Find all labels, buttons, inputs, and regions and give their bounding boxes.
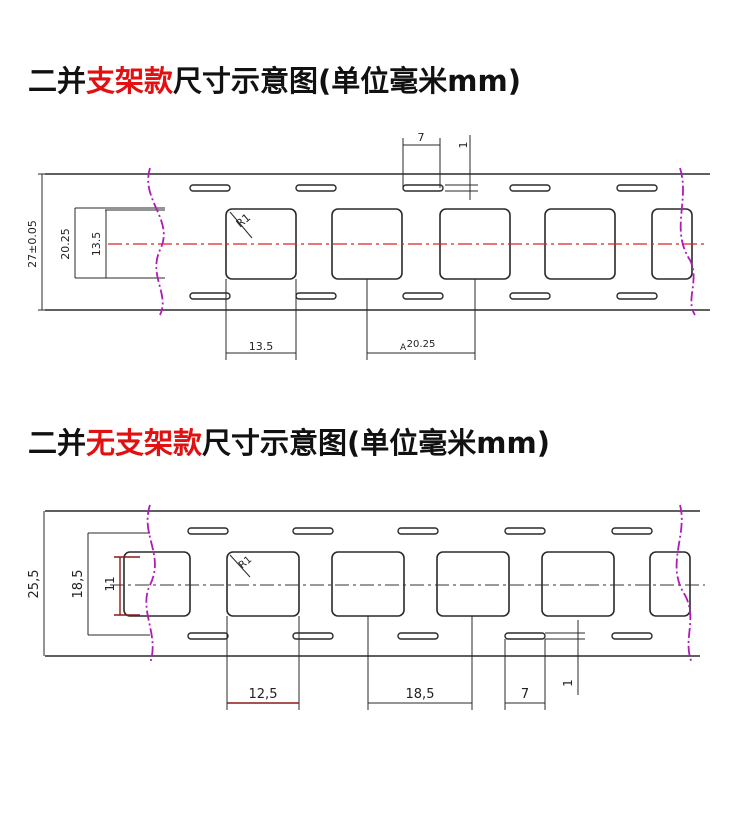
slot	[292, 527, 334, 535]
dim-window-height: 11	[103, 576, 117, 591]
slot	[295, 184, 337, 192]
window	[544, 208, 616, 280]
windows	[123, 551, 691, 617]
title-prefix: 二并	[28, 426, 87, 460]
top-slots	[189, 184, 658, 192]
slot	[295, 292, 337, 300]
break-line-right	[679, 167, 696, 316]
window	[439, 208, 511, 280]
dim-pitch: 18,5	[406, 687, 435, 702]
slot	[402, 184, 444, 192]
title-suffix: 尺寸示意图(单位毫米mm)	[202, 426, 550, 460]
slot	[402, 292, 444, 300]
break-line-left	[145, 504, 156, 664]
break-line-right	[675, 504, 693, 664]
break-line-left	[147, 167, 165, 316]
window-partial	[123, 551, 191, 617]
section-title-no-bracket: 二并无支架款尺寸示意图(单位毫米mm)	[28, 420, 550, 462]
section-title-bracket: 二并支架款尺寸示意图(单位毫米mm)	[28, 58, 521, 100]
top-slots	[187, 527, 653, 535]
slot	[616, 184, 658, 192]
bracket-dimension-diagram: 27±0.05 20.25 13.5 R1 13.5 A 20.25 7 1	[26, 131, 710, 360]
slot	[504, 527, 546, 535]
dim-slot-width: 1	[561, 679, 575, 687]
no-bracket-dimension-diagram: 25,5 18,5 11 R1 12,5 18,5 7 1	[27, 504, 705, 710]
slot	[187, 632, 229, 640]
slot	[292, 632, 334, 640]
slot	[504, 632, 546, 640]
dim-overall-height: 25,5	[27, 570, 42, 599]
dim-slot-length: 7	[418, 131, 425, 144]
dim-slot-length: 7	[521, 687, 529, 702]
dim-overall-height: 27±0.05	[26, 220, 39, 268]
slot	[509, 292, 551, 300]
radius-leader	[229, 211, 253, 239]
slot	[611, 527, 653, 535]
slot	[187, 527, 229, 535]
dim-inner-height: 20.25	[59, 228, 72, 260]
bottom-slots	[187, 632, 653, 640]
dim-window-width: 12,5	[249, 687, 278, 702]
dim-slot-width: 1	[457, 142, 470, 149]
window	[436, 551, 510, 617]
window	[331, 551, 405, 617]
dim-window-width: 13.5	[249, 340, 274, 353]
slot	[509, 184, 551, 192]
title-highlight: 支架款	[86, 64, 174, 98]
title-prefix: 二并	[28, 64, 87, 98]
dim-pitch-prefix: A	[400, 343, 407, 353]
title-highlight: 无支架款	[86, 426, 203, 460]
window	[226, 551, 300, 617]
dim-inner-height: 18,5	[71, 570, 86, 599]
slot	[611, 632, 653, 640]
slot	[189, 184, 231, 192]
dim-window-height: 13.5	[90, 232, 103, 257]
slot	[616, 292, 658, 300]
dim-pitch: 20.25	[407, 339, 436, 350]
title-suffix: 尺寸示意图(单位毫米mm)	[173, 64, 521, 98]
bottom-slots	[189, 292, 658, 300]
slot	[397, 527, 439, 535]
radius-leader	[229, 554, 251, 578]
window	[541, 551, 615, 617]
slot	[189, 292, 231, 300]
window-partial	[649, 551, 691, 617]
slot	[397, 632, 439, 640]
